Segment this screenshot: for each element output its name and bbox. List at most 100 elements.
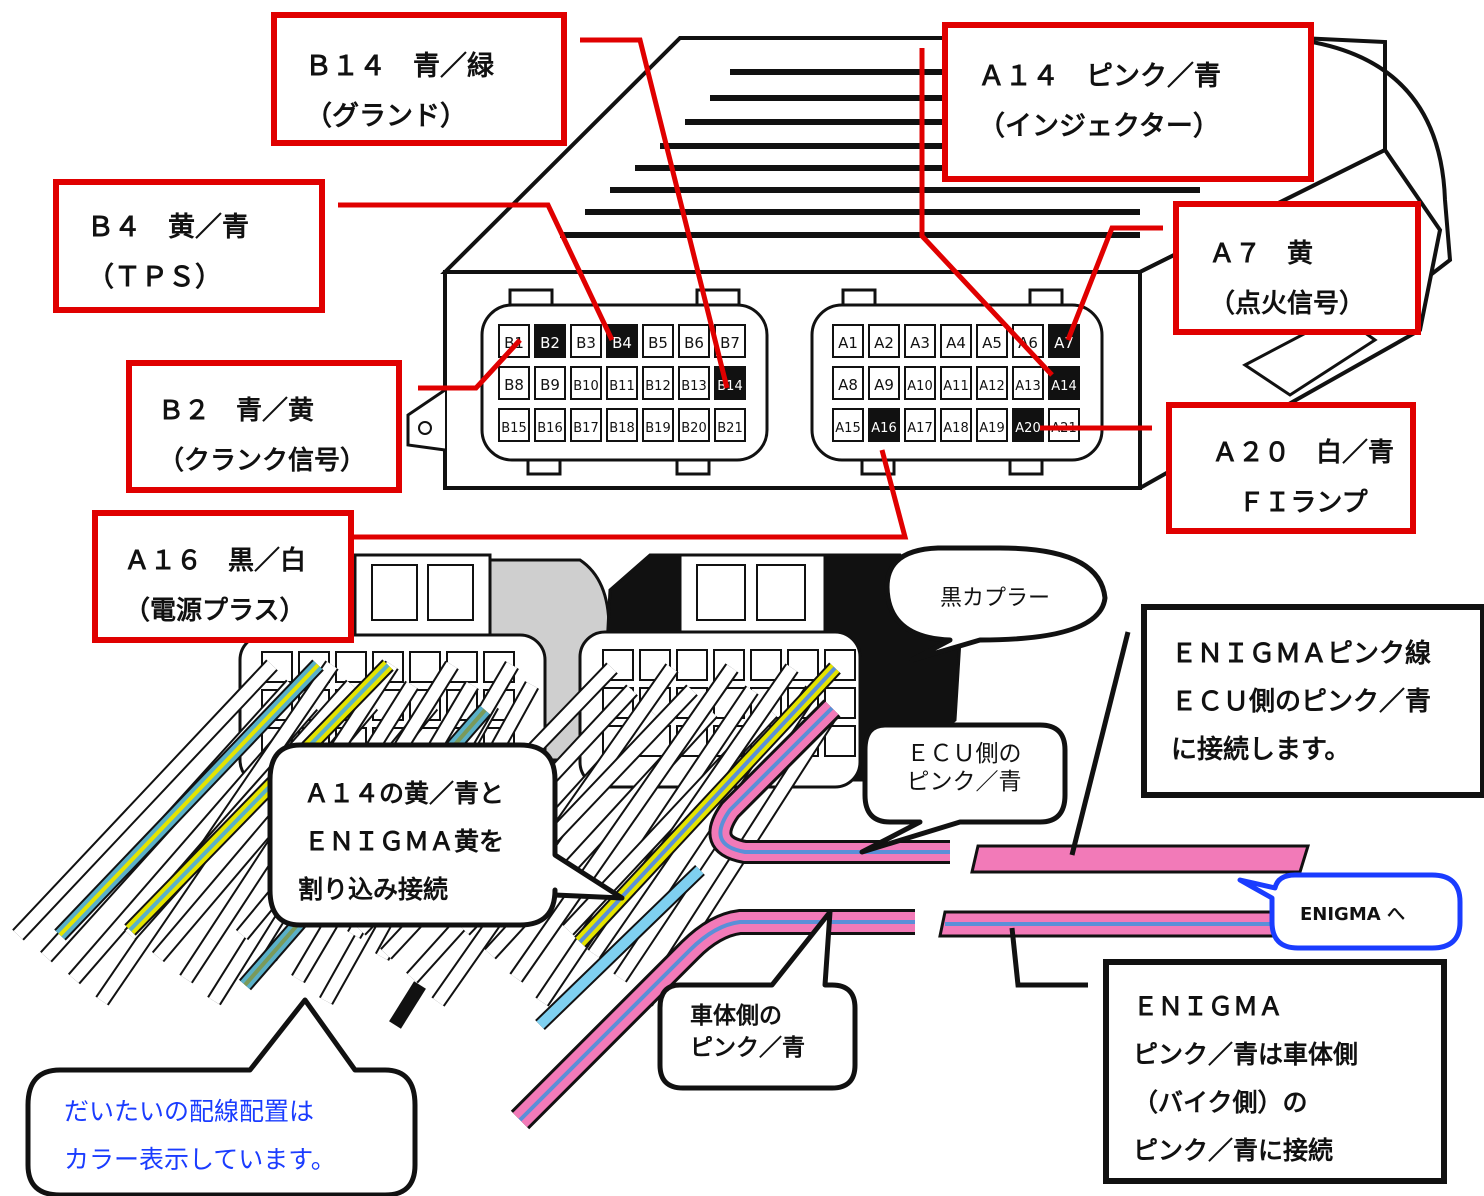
pin-a14: A14 <box>1048 366 1080 400</box>
pin-b8: B8 <box>498 366 530 400</box>
pin-b13: B13 <box>678 366 710 400</box>
pin-b2: B2 <box>534 324 566 358</box>
svg-text:A16: A16 <box>871 421 896 436</box>
label-b14: Ｂ１４ 青／緑 （グランド） <box>271 12 567 146</box>
svg-text:A5: A5 <box>982 334 1002 352</box>
label-b4-line1: Ｂ４ 黄／青 <box>87 212 249 243</box>
label-a20-line1: Ａ２０ 白／青 <box>1211 438 1394 468</box>
svg-text:B6: B6 <box>684 334 704 352</box>
svg-text:B19: B19 <box>645 421 670 436</box>
svg-text:B17: B17 <box>573 421 598 436</box>
pin-a2: A2 <box>868 324 900 358</box>
pin-a15: A15 <box>832 408 864 442</box>
pin-b16: B16 <box>534 408 566 442</box>
bubble-ecu-side-line2: ピンク／青 <box>906 769 1022 795</box>
pin-a13: A13 <box>1012 366 1044 400</box>
note-enigma-pink-line1: ＥＮＩＧＭＡピンク線 <box>1171 639 1432 669</box>
svg-text:A15: A15 <box>835 421 860 436</box>
pin-a17: A17 <box>904 408 936 442</box>
label-a20-line2: ＦＩランプ <box>1238 488 1368 518</box>
pin-b12: B12 <box>642 366 674 400</box>
bubble-ecu-side: ＥＣＵ側の ピンク／青 <box>878 740 1050 796</box>
svg-text:A13: A13 <box>1015 379 1040 394</box>
pin-a19: A19 <box>976 408 1008 442</box>
svg-text:A17: A17 <box>907 421 932 436</box>
pin-b15: B15 <box>498 408 530 442</box>
svg-text:B7: B7 <box>720 334 740 352</box>
bubble-splice: Ａ１４の黄／青と ＥＮＩＧＭＡ黄を 割り込み接続 <box>298 770 538 914</box>
pin-a10: A10 <box>904 366 936 400</box>
coupler-cell <box>824 725 856 757</box>
pin-b5: B5 <box>642 324 674 358</box>
bubble-to-enigma: ENIGMA へ <box>1300 900 1450 926</box>
label-a20: Ａ２０ 白／青 ＦＩランプ <box>1166 402 1416 534</box>
svg-text:B3: B3 <box>576 334 596 352</box>
bubble-splice-line2: ＥＮＩＧＭＡ黄を <box>304 827 505 856</box>
label-a7-line2: （点火信号） <box>1209 289 1366 319</box>
note-enigma-pink-line3: に接続します。 <box>1171 735 1351 765</box>
label-b14-line2: （グランド） <box>305 101 467 132</box>
svg-text:B16: B16 <box>537 421 562 436</box>
bubble-ecu-side-line1: ＥＣＵ側の <box>906 741 1022 767</box>
label-a16-line1: Ａ１６ 黒／白 <box>124 546 307 576</box>
bubble-black-coupler-text: 黒カプラー <box>939 586 1050 611</box>
coupler-cell <box>676 649 708 681</box>
svg-text:B20: B20 <box>681 421 706 436</box>
svg-text:B2: B2 <box>540 334 560 352</box>
bubble-to-enigma-text: ENIGMA へ <box>1300 904 1405 925</box>
pin-b19: B19 <box>642 408 674 442</box>
pin-a5: A5 <box>976 324 1008 358</box>
pin-b14: B14 <box>714 366 746 400</box>
svg-text:B15: B15 <box>501 421 526 436</box>
svg-text:A8: A8 <box>838 376 858 394</box>
note-enigma-pink-line2: ＥＣＵ側のピンク／青 <box>1171 687 1432 717</box>
svg-text:A10: A10 <box>907 379 932 394</box>
bubble-body-side: 車体側の ピンク／青 <box>690 1000 850 1064</box>
bubble-note: だいたいの配線配置は カラー表示しています。 <box>64 1088 404 1184</box>
bubble-body-side-line2: ピンク／青 <box>690 1035 805 1061</box>
bubble-splice-line3: 割り込み接続 <box>298 875 449 904</box>
label-b2: Ｂ２ 青／黄 （クランク信号） <box>126 360 402 493</box>
label-b4-line2: （ＴＰＳ） <box>87 262 222 293</box>
label-b4: Ｂ４ 黄／青 （ＴＰＳ） <box>53 179 325 313</box>
note-enigma-body-line1: ＥＮＩＧＭＡ <box>1133 992 1284 1021</box>
note-enigma-body-line3: （バイク側）の <box>1133 1088 1308 1117</box>
svg-text:B18: B18 <box>609 421 634 436</box>
svg-text:A9: A9 <box>874 376 894 394</box>
coupler-cell <box>409 651 441 683</box>
note-enigma-body-line4: ピンク／青に接続 <box>1133 1136 1334 1165</box>
pin-b18: B18 <box>606 408 638 442</box>
label-a7-line1: Ａ７ 黄 <box>1209 239 1314 269</box>
pin-a11: A11 <box>940 366 972 400</box>
coupler-cell <box>750 649 782 681</box>
svg-text:B9: B9 <box>540 376 560 394</box>
svg-text:B8: B8 <box>504 376 524 394</box>
pin-b20: B20 <box>678 408 710 442</box>
svg-text:B5: B5 <box>648 334 668 352</box>
pin-b3: B3 <box>570 324 602 358</box>
pin-a9: A9 <box>868 366 900 400</box>
svg-text:B21: B21 <box>717 421 742 436</box>
pin-b11: B11 <box>606 366 638 400</box>
label-a14-line2: （インジェクター） <box>978 111 1220 142</box>
svg-text:A18: A18 <box>943 421 968 436</box>
pin-b10: B10 <box>570 366 602 400</box>
label-b2-line2: （クランク信号） <box>158 446 367 476</box>
bubble-body-side-line1: 車体側の <box>690 1003 782 1029</box>
pin-b1: B1 <box>498 324 530 358</box>
svg-text:A1: A1 <box>838 334 858 352</box>
svg-text:B13: B13 <box>681 379 706 394</box>
pin-a8: A8 <box>832 366 864 400</box>
coupler-cell <box>335 651 367 683</box>
bubble-note-line1: だいたいの配線配置は <box>64 1097 315 1126</box>
svg-text:B11: B11 <box>609 379 634 394</box>
pin-b21: B21 <box>714 408 746 442</box>
svg-text:A11: A11 <box>943 379 968 394</box>
label-a7: Ａ７ 黄 （点火信号） <box>1173 201 1421 335</box>
pin-a21: A21 <box>1048 408 1080 442</box>
pin-b9: B9 <box>534 366 566 400</box>
pin-a18: A18 <box>940 408 972 442</box>
svg-text:B10: B10 <box>573 379 598 394</box>
